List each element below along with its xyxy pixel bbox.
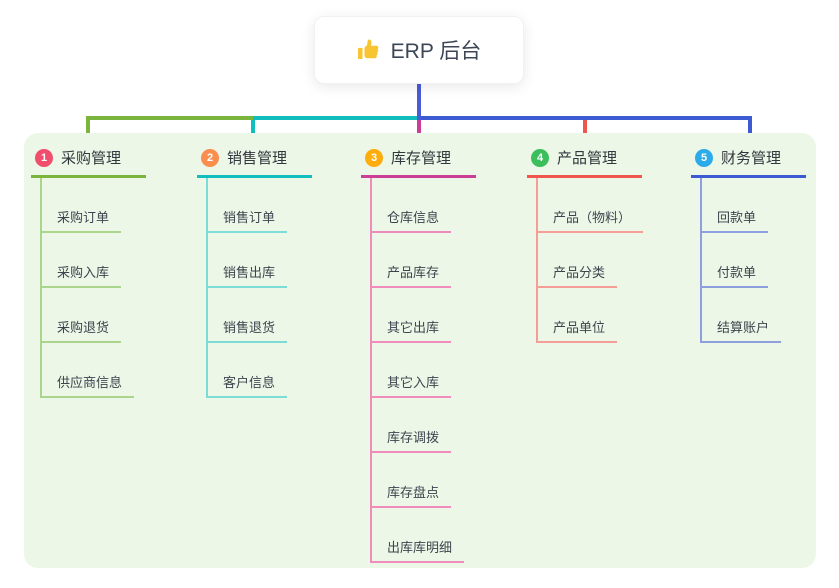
node-outbound-detail[interactable]: 出库库明细	[361, 508, 476, 563]
node-supplier-info[interactable]: 供应商信息	[31, 343, 146, 398]
node-payment-bill[interactable]: 付款单	[691, 233, 806, 288]
branch-number-badge: 1	[35, 148, 53, 167]
branch-number-badge: 4	[531, 148, 549, 167]
node-purchase-return[interactable]: 采购退货	[31, 288, 146, 343]
node-receipt-bill[interactable]: 回款单	[691, 178, 806, 233]
node-settlement-account[interactable]: 结算账户	[691, 288, 806, 343]
connector-drop-product	[583, 120, 587, 145]
branch-header-purchase[interactable]: 1 采购管理	[31, 145, 146, 178]
branch-finance: 5 财务管理 回款单 付款单 结算账户	[691, 145, 806, 343]
connector-bus-finance	[419, 116, 752, 120]
node-warehouse-info[interactable]: 仓库信息	[361, 178, 476, 233]
branch-number-badge: 5	[695, 148, 713, 167]
node-sales-order[interactable]: 销售订单	[197, 178, 312, 233]
branch-header-product[interactable]: 4 产品管理	[527, 145, 642, 178]
node-stock-count[interactable]: 库存盘点	[361, 453, 476, 508]
branch-header-inventory[interactable]: 3 库存管理	[361, 145, 476, 178]
connector-bus-sales	[253, 116, 419, 120]
node-customer-info[interactable]: 客户信息	[197, 343, 312, 398]
node-sales-return[interactable]: 销售退货	[197, 288, 312, 343]
node-product-unit[interactable]: 产品单位	[527, 288, 642, 343]
branch-label: 销售管理	[227, 150, 288, 167]
branch-product: 4 产品管理 产品（物料） 产品分类 产品单位	[527, 145, 644, 343]
branch-sales: 2 销售管理 销售订单 销售出库 销售退货 客户信息	[197, 145, 312, 398]
connector-drop-purchase	[86, 116, 90, 145]
node-product-material[interactable]: 产品（物料）	[527, 178, 644, 233]
branch-label: 库存管理	[391, 150, 452, 167]
node-product-category[interactable]: 产品分类	[527, 233, 642, 288]
node-other-inbound[interactable]: 其它入库	[361, 343, 476, 398]
branch-purchase: 1 采购管理 采购订单 采购入库 采购退货 供应商信息	[31, 145, 146, 398]
branch-label: 采购管理	[61, 150, 122, 167]
connector-drop-finance	[748, 116, 752, 145]
connector-drop-sales	[251, 120, 255, 145]
node-purchase-inbound[interactable]: 采购入库	[31, 233, 146, 288]
connector-root-drop	[417, 84, 421, 120]
branch-inventory: 3 库存管理 仓库信息 产品库存 其它出库 其它入库 库存调拨 库存盘点 出库库…	[361, 145, 476, 563]
connector-bus-purchase	[86, 116, 253, 120]
branch-header-finance[interactable]: 5 财务管理	[691, 145, 806, 178]
node-product-stock[interactable]: 产品库存	[361, 233, 476, 288]
branch-number-badge: 3	[365, 148, 383, 167]
branch-label: 财务管理	[721, 150, 782, 167]
connector-drop-inventory	[417, 120, 421, 145]
node-other-outbound[interactable]: 其它出库	[361, 288, 476, 343]
node-sales-outbound[interactable]: 销售出库	[197, 233, 312, 288]
root-label: ERP 后台	[390, 40, 482, 63]
thumbs-up-icon	[357, 38, 381, 62]
root-node[interactable]: ERP 后台	[314, 16, 524, 84]
node-stock-transfer[interactable]: 库存调拨	[361, 398, 476, 453]
branch-number-badge: 2	[201, 148, 219, 167]
node-purchase-order[interactable]: 采购订单	[31, 178, 146, 233]
branch-header-sales[interactable]: 2 销售管理	[197, 145, 312, 178]
branch-label: 产品管理	[557, 150, 618, 167]
diagram-panel	[24, 133, 816, 568]
